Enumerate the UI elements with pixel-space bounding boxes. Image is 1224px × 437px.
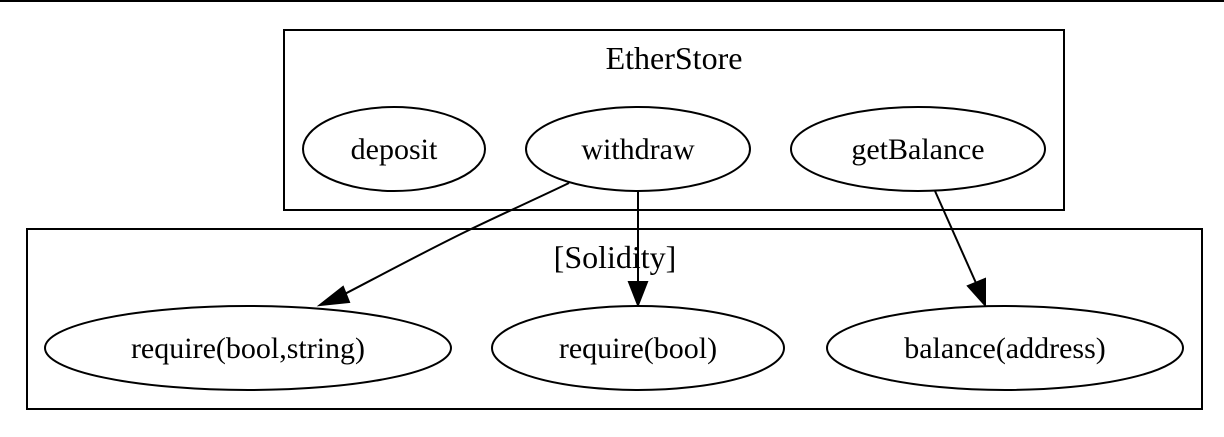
node-ellipse[interactable] [790,106,1046,192]
edge-line [336,182,570,299]
edge-line [934,190,977,284]
node-balance-address[interactable]: balance(address) [826,305,1184,391]
cluster-etherstore: EtherStore [283,29,1065,211]
edge-withdraw-to-require-bool-string [316,182,570,307]
node-ellipse[interactable] [525,106,751,192]
node-label: withdraw [581,133,695,166]
node-deposit[interactable]: deposit [302,106,486,192]
node-require-bool[interactable]: require(bool) [491,305,785,391]
edge-arrowhead [966,277,986,308]
edge-getbalance-to-balance-address [934,190,986,308]
node-ellipse[interactable] [491,305,785,391]
node-ellipse[interactable] [44,305,452,391]
cluster-solidity: [Solidity] [26,228,1203,410]
cluster-etherstore-label: EtherStore [606,40,743,76]
node-label: deposit [351,133,438,166]
node-getbalance[interactable]: getBalance [790,106,1046,192]
node-label: require(bool,string) [131,332,365,365]
edge-arrowhead [627,281,649,308]
node-label: require(bool) [559,332,717,365]
cluster-solidity-box [26,228,1203,410]
node-ellipse[interactable] [826,305,1184,391]
cluster-solidity-label: [Solidity] [554,239,677,275]
node-ellipse[interactable] [302,106,486,192]
node-require-bool-string[interactable]: require(bool,string) [44,305,452,391]
node-label: balance(address) [904,332,1106,365]
node-withdraw[interactable]: withdraw [525,106,751,192]
node-label: getBalance [851,133,984,166]
edge-withdraw-to-require-bool [627,191,649,308]
edges [316,182,986,308]
cluster-etherstore-box [283,29,1065,211]
edge-arrowhead [316,285,351,307]
